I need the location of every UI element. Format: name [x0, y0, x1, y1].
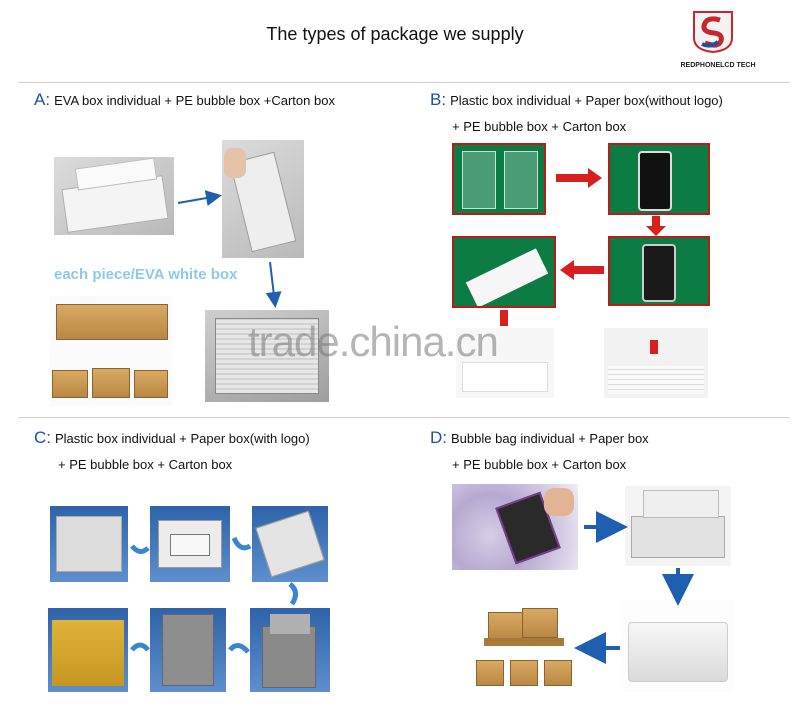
arrow-right-icon — [177, 190, 222, 206]
step-lcd-photo — [150, 506, 230, 582]
section-b-subline: + PE bubble box + Carton box — [452, 119, 627, 134]
header-divider — [18, 82, 790, 83]
step-closed-tray-photo — [252, 506, 328, 582]
white-box-lid — [643, 490, 719, 518]
white-box-base — [631, 516, 725, 558]
bubble-box-photo — [205, 310, 329, 402]
clear-tray — [56, 516, 122, 572]
carton-box — [476, 660, 504, 686]
curved-arrow-icon — [288, 582, 298, 606]
section-c-letter: C: — [34, 428, 51, 447]
stacked-boxes-photo — [604, 328, 708, 398]
carton-box — [510, 660, 538, 686]
carton-box — [522, 608, 558, 638]
white-paper-box — [465, 248, 549, 306]
closed-tray — [255, 510, 325, 578]
section-a-heading: A:EVA box individual + PE bubble box +Ca… — [34, 90, 335, 110]
section-c-title: Plastic box individual + Paper box(with … — [55, 431, 310, 446]
carton-box — [134, 370, 168, 398]
step-gray-box-photo — [150, 608, 226, 692]
section-d-letter: D: — [430, 428, 447, 447]
carton-box — [544, 660, 572, 686]
lcd-screen — [170, 534, 210, 556]
hand — [224, 148, 246, 178]
section-b-title: Plastic box individual + Paper box(witho… — [450, 93, 723, 108]
phone-screen — [642, 244, 676, 302]
section-b-letter: B: — [430, 90, 447, 109]
foam-box-photo — [622, 600, 734, 692]
section-d-heading: D: Bubble bag individual + Paper box — [430, 428, 649, 448]
lid-flap — [270, 614, 310, 634]
section-b-heading: B:Plastic box individual + Paper box(wit… — [430, 90, 723, 110]
pallet — [484, 638, 564, 646]
arrow-down-icon — [265, 261, 282, 308]
hand — [544, 488, 574, 516]
carton-box — [56, 304, 168, 340]
plastic-tray-photo — [452, 143, 546, 215]
plastic-tray — [462, 151, 496, 209]
section-c-heading: C: Plastic box individual + Paper box(wit… — [34, 428, 310, 448]
phone-front-photo — [608, 236, 710, 306]
section-c-subline: + PE bubble box + Carton box — [58, 457, 233, 472]
section-d-title: Bubble bag individual + Paper box — [451, 431, 649, 446]
eva-caption: each piece/EVA white box — [54, 266, 238, 283]
s-shield-logo-icon — [693, 11, 733, 54]
section-a-title: EVA box individual + PE bubble box +Cart… — [54, 93, 335, 108]
page-title: The types of package we supply — [266, 24, 524, 44]
carton-box — [52, 370, 88, 398]
step-yellow-box-photo — [48, 608, 128, 692]
carton-box — [488, 612, 524, 640]
eva-insert-photo — [222, 140, 304, 258]
curved-arrow-icon — [231, 536, 252, 551]
carton-stack-photo — [50, 296, 172, 406]
curved-arrow-icon — [228, 643, 250, 654]
curved-arrow-icon — [130, 544, 150, 554]
brand-name: REDPHONELCD TECH — [680, 62, 756, 69]
bubble-block — [462, 362, 548, 392]
red-arrow-stub-icon — [500, 310, 508, 326]
foam-block — [52, 620, 124, 686]
bubble-wrap-photo — [456, 328, 554, 398]
paper-box-photo — [452, 236, 556, 308]
watermark: trade.china.cn — [248, 318, 499, 365]
bubble-panel — [215, 318, 319, 394]
plastic-tray — [504, 151, 538, 209]
section-d-subline: + PE bubble box + Carton box — [452, 457, 627, 472]
bubble-bag-photo — [452, 484, 578, 570]
section-a-letter: A: — [34, 90, 51, 109]
step-box-insert-photo — [250, 608, 330, 692]
eva-box-photo — [54, 157, 174, 235]
red-arrow-down-icon — [646, 216, 666, 236]
curved-arrow-icon — [130, 642, 150, 652]
step-tray-photo — [50, 506, 128, 582]
gray-box — [162, 614, 214, 686]
pallet-cartons-photo — [474, 598, 576, 692]
white-box-open-photo — [625, 486, 731, 566]
carton-box — [92, 368, 130, 398]
gray-box-open — [262, 626, 316, 688]
phone-screen — [638, 151, 672, 211]
foam-box — [628, 622, 728, 682]
box-stack — [608, 366, 704, 394]
section-divider — [18, 417, 790, 418]
phone-in-tray-photo — [608, 143, 710, 215]
red-arrow-right-icon — [556, 168, 602, 188]
red-arrow-left-icon — [560, 260, 604, 280]
